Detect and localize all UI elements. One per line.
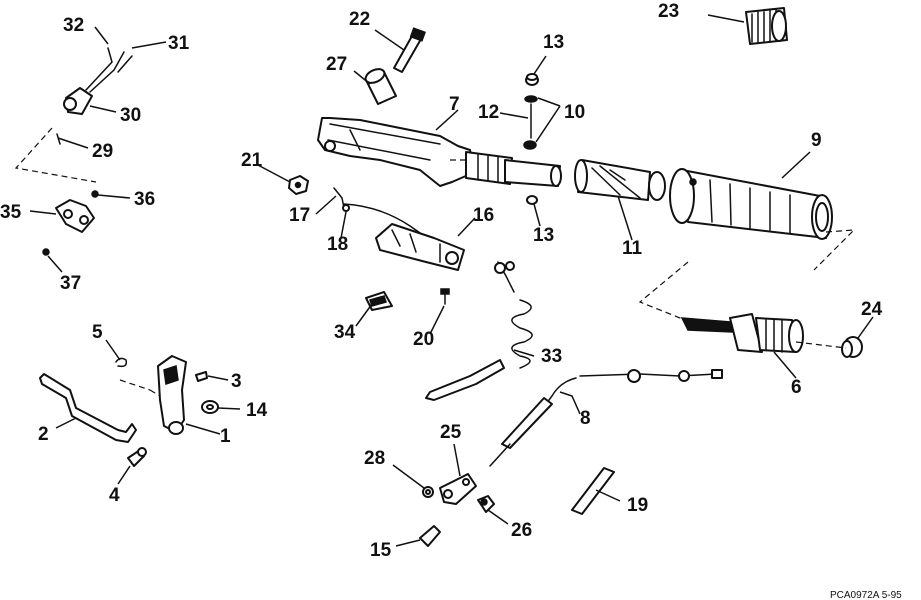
- callout-33: 33: [541, 346, 562, 367]
- part-27-sleeve: [364, 68, 397, 105]
- part-4-pin: [127, 447, 147, 467]
- part-25-plate: [439, 473, 477, 505]
- part-22-bolt: [393, 27, 426, 73]
- part-21-nut: [288, 175, 309, 195]
- callout-26: 26: [511, 520, 532, 541]
- part-37-screw: [42, 248, 50, 256]
- part-36-screw: [91, 190, 99, 198]
- callout-28: 28: [364, 448, 385, 469]
- part-5-clip: [115, 357, 128, 368]
- part-19-rod: [571, 467, 615, 515]
- part-13-bushing-top: [525, 73, 539, 86]
- callout-13-top: 13: [543, 32, 564, 53]
- callout-4: 4: [109, 485, 120, 506]
- part-17-18-clip-wire: [333, 187, 437, 245]
- callout-21: 21: [241, 150, 263, 171]
- callout-32: 32: [63, 15, 84, 36]
- callout-12: 12: [478, 102, 499, 123]
- part-3-pin: [195, 371, 208, 382]
- callout-1: 1: [220, 426, 231, 447]
- callout-27: 27: [326, 54, 347, 75]
- part-24-cap: [841, 336, 863, 358]
- callout-2: 2: [38, 424, 49, 445]
- callout-labels: 1 2 3 4 5 6 7 8 9 10 11 12 13 13 14 15 1…: [0, 1, 883, 561]
- callout-25: 25: [440, 422, 462, 443]
- callout-15: 15: [370, 540, 392, 561]
- part-16-bracket: [375, 223, 465, 271]
- callout-20: 20: [413, 329, 434, 350]
- part-28-washer: [422, 486, 434, 498]
- callout-7: 7: [449, 94, 460, 115]
- part-33-spring-link: [425, 261, 533, 401]
- callout-6: 6: [791, 377, 802, 398]
- part-15-clip: [419, 525, 441, 547]
- callout-37: 37: [60, 273, 81, 294]
- part-29-small: [56, 133, 61, 145]
- callout-19: 19: [627, 495, 648, 516]
- callout-36: 36: [134, 189, 155, 210]
- part-2-shift-rod: [39, 373, 137, 443]
- assembly-lines: [14, 127, 856, 397]
- leader-lines: [29, 14, 874, 547]
- part-30-switch: [63, 47, 133, 115]
- callout-34: 34: [334, 322, 356, 343]
- part-34-clip: [365, 291, 393, 311]
- callout-10: 10: [564, 102, 585, 123]
- callout-22: 22: [349, 9, 370, 30]
- part-9-tiller-grip: [669, 168, 833, 240]
- callout-23: 23: [658, 1, 679, 22]
- part-10-12-pin-washers: [523, 95, 538, 150]
- callout-31: 31: [168, 33, 190, 54]
- callout-14: 14: [246, 400, 268, 421]
- part-35-plate: [55, 199, 95, 233]
- callout-5: 5: [92, 322, 103, 343]
- part-23-bushing: [745, 7, 788, 45]
- callout-24: 24: [861, 299, 883, 320]
- callout-35: 35: [0, 202, 22, 223]
- part-1-shift-lever: [157, 355, 187, 435]
- figure-code: PCA0972A 5-95: [830, 590, 902, 600]
- callout-11: 11: [622, 238, 643, 259]
- part-20-screw: [440, 288, 450, 305]
- part-13-bushing-lower: [526, 195, 538, 205]
- part-8-cable: [489, 369, 723, 467]
- callout-8: 8: [580, 408, 591, 429]
- part-7-tiller-arm: [317, 117, 562, 187]
- callout-16: 16: [473, 205, 494, 226]
- callout-9: 9: [811, 130, 822, 151]
- callout-13-lower: 13: [533, 225, 554, 246]
- callout-3: 3: [231, 371, 242, 392]
- callout-18: 18: [327, 234, 348, 255]
- part-11-throttle-shaft: [574, 159, 666, 201]
- callout-17: 17: [289, 205, 310, 226]
- callout-29: 29: [92, 141, 113, 162]
- part-6-throttle-assembly: [680, 313, 804, 353]
- part-14-washer: [201, 400, 219, 414]
- callout-30: 30: [120, 105, 141, 126]
- part-26-nut: [477, 495, 495, 513]
